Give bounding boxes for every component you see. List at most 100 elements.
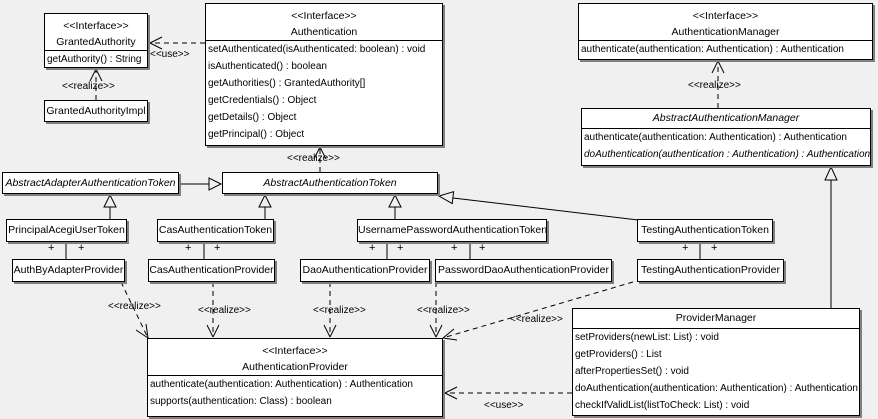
class-name: AbstractAuthenticationManager [652,112,800,124]
methods-compartment: authenticate(authentication: Authenticat… [582,128,870,163]
realize-arrowhead [89,68,103,82]
class-testing-authentication-provider: TestingAuthenticationProvider [637,259,784,282]
class-header: <<Interface>> GrantedAuthority [45,14,147,50]
method: getAuthority() : String [47,54,142,65]
class-testing-authentication-token: TestingAuthenticationToken [637,219,773,242]
method: doAuthentication(authentication: Authent… [575,383,858,394]
class-name: PrincipalAcegiUserToken [8,224,125,236]
realize-label: <<realize>> [108,301,161,312]
association-end-plus: + [48,242,55,254]
class-auth-by-adapter-provider: AuthByAdapterProvider [12,259,125,282]
class-header: <<Interface>> Authentication [206,4,442,40]
stereotype-label: <<Interface>> [63,20,129,32]
realize-label: <<realize>> [417,305,470,316]
realize-label: <<realize>> [688,80,741,91]
class-name: CasAuthenticationProvider [149,264,274,276]
class-name: TestingAuthenticationProvider [641,264,780,276]
generalization-cas-token-to-abstract-token [258,193,272,219]
class-authentication-provider: <<Interface>> AuthenticationProvider aut… [147,338,443,417]
method: getPrincipal() : Object [208,129,305,140]
class-granted-authority: <<Interface>> GrantedAuthority getAuthor… [44,13,148,68]
realize-arrowhead [711,60,725,74]
realize-label: <<realize>> [510,314,563,325]
association-end-plus: + [682,242,689,254]
realize-label: <<realize>> [62,81,115,92]
methods-compartment: setAuthenticated(isAuthenticated: boolea… [206,40,442,143]
class-authentication-manager: <<Interface>> AuthenticationManager auth… [578,3,873,60]
association-end-plus: + [369,242,376,254]
generalization-provider-manager-to-abstract-manager [824,165,838,308]
association-end-plus: + [479,242,486,254]
class-name: TestingAuthenticationToken [641,224,769,236]
association-end-plus: + [214,242,221,254]
method: checkIfValidList(listToCheck: List) : vo… [575,400,750,411]
class-provider-manager: ProviderManager setProviders(newList: Li… [572,308,860,416]
class-username-password-authentication-token: UsernamePasswordAuthenticationToken [357,219,547,242]
realize-arrowhead [429,324,443,338]
method: afterPropertiesSet() : void [575,366,689,377]
method: authenticate(authentication: Authenticat… [584,132,847,143]
methods-compartment: authenticate(authentication: Authenticat… [148,375,442,410]
class-authentication: <<Interface>> Authentication setAuthenti… [205,3,443,146]
methods-compartment: authenticate(authentication: Authenticat… [579,40,872,58]
class-abstract-adapter-authentication-token: AbstractAdapterAuthenticationToken [2,172,179,194]
generalization-adapter-token-to-abstract-token [179,177,223,191]
class-name: GrantedAuthorityImpl [46,105,146,117]
class-name: AbstractAuthenticationToken [263,177,397,189]
class-principal-acegi-user-token: PrincipalAcegiUserToken [6,219,127,242]
class-abstract-authentication-token: AbstractAuthenticationToken [222,172,438,194]
class-cas-authentication-token: CasAuthenticationToken [157,219,274,242]
class-name: PasswordDaoAuthenticationProvider [437,264,609,276]
association-end-plus: + [185,242,192,254]
stereotype-label: <<Interface>> [262,345,328,357]
use-label: <<use>> [150,49,190,60]
method: supports(authentication: Class) : boolea… [150,396,332,407]
realize-arrowhead [135,323,149,339]
class-name: CasAuthenticationToken [158,224,273,236]
use-label: <<use>> [484,400,524,411]
method: isAuthenticated() : boolean [208,61,327,72]
realize-label: <<realize>> [287,153,340,164]
stereotype-label: <<Interface>> [692,10,759,22]
realize-label: <<realize>> [198,305,251,316]
method: authenticate(authentication: Authenticat… [150,379,413,390]
class-name: AuthenticationManager [671,26,780,38]
method: authenticate(authentication: Authenticat… [581,44,844,55]
class-name: Authentication [290,26,358,38]
method: setAuthenticated(isAuthenticated: boolea… [208,44,426,55]
association-end-plus: + [451,242,458,254]
realize-arrowhead [323,324,337,338]
class-cas-authentication-provider: CasAuthenticationProvider [148,259,275,282]
class-password-dao-authentication-provider: PasswordDaoAuthenticationProvider [435,259,612,282]
class-abstract-authentication-manager: AbstractAuthenticationManager authentica… [581,108,871,166]
class-name: AuthByAdapterProvider [13,264,124,276]
generalization-principal-token-to-adapter-token [103,193,117,219]
class-granted-authority-impl: GrantedAuthorityImpl [44,100,148,122]
methods-compartment: getAuthority() : String [45,50,147,68]
generalization-testing-token-to-abstract-token [437,191,639,221]
class-header: <<Interface>> AuthenticationManager [579,4,872,40]
association-end-plus: + [397,242,404,254]
stereotype-label: <<Interface>> [291,10,357,22]
class-name: AbstractAdapterAuthenticationToken [5,177,176,189]
method: getCredentials() : Object [208,95,317,106]
realize-arrowhead [206,324,220,338]
class-name: UsernamePasswordAuthenticationToken [358,224,546,236]
method: getAuthorities() : GrantedAuthority[] [208,78,366,89]
association-end-plus: + [711,242,718,254]
generalization-username-token-to-abstract-token [388,193,402,219]
method: setProviders(newList: List) : void [575,332,719,343]
association-end-plus: + [78,242,85,254]
methods-compartment: setProviders(newList: List) : void getPr… [573,328,859,414]
class-header: <<Interface>> AuthenticationProvider [148,339,442,375]
use-arrowhead [149,36,163,50]
class-name: GrantedAuthority [56,36,136,48]
use-arrowhead [444,386,458,400]
class-name: DaoAuthenticationProvider [302,264,428,276]
class-dao-authentication-provider: DaoAuthenticationProvider [300,259,430,282]
class-name: AuthenticationProvider [242,361,348,373]
method: getDetails() : Object [208,112,297,123]
method: getProviders() : List [575,349,662,360]
method: doAuthentication(authentication : Authen… [584,149,870,160]
